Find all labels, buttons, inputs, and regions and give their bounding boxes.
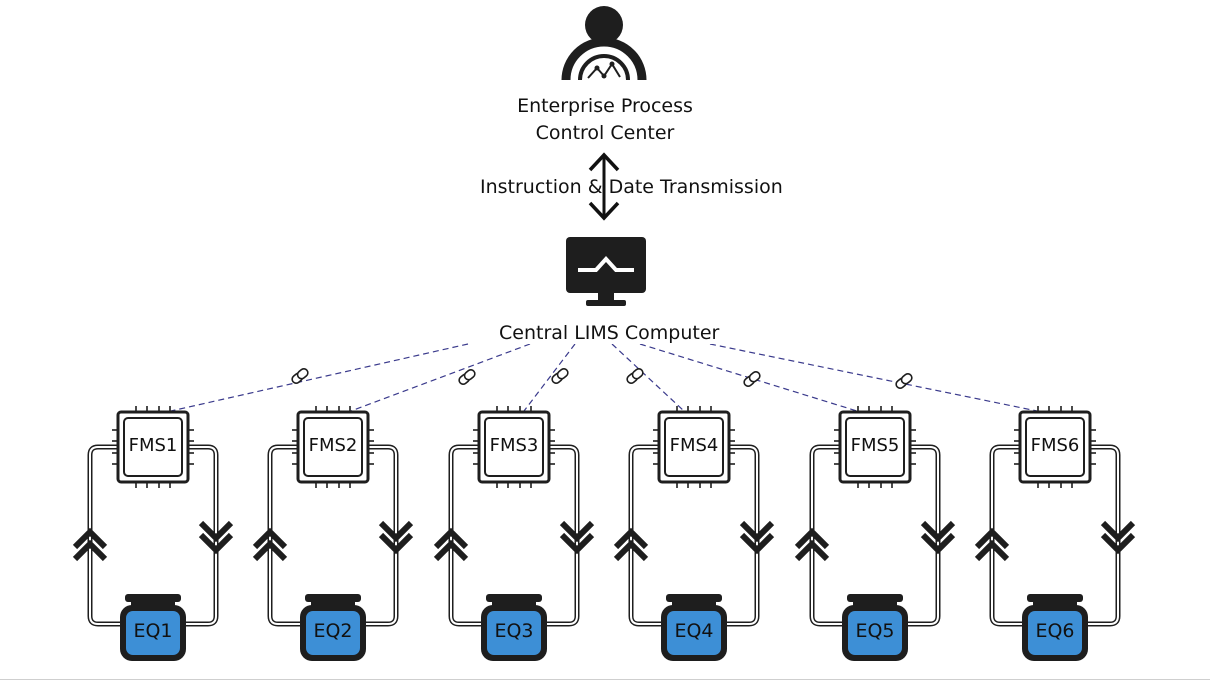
network-link-3 — [523, 343, 576, 412]
fms-chip-icon — [473, 406, 555, 488]
equipment-label: EQ1 — [133, 620, 173, 642]
fms-unit-3 — [433, 406, 595, 661]
fms-chip-icon — [834, 406, 916, 488]
chain-link-icon — [549, 366, 571, 386]
operator-dashboard-icon — [561, 6, 647, 81]
fms-unit-5 — [794, 406, 956, 661]
fms-label: FMS5 — [850, 435, 900, 456]
fms-unit-2 — [252, 406, 414, 661]
control-center-subtitle: Control Center — [535, 122, 675, 144]
chain-link-icon — [456, 367, 478, 387]
equipment-jar-icon — [842, 594, 908, 661]
download-chevron-icon — [378, 520, 414, 555]
fms-chip-icon — [292, 406, 374, 488]
fms-label: FMS6 — [1030, 435, 1080, 456]
upload-chevron-icon — [613, 527, 649, 562]
network-link-1 — [170, 343, 469, 412]
upload-chevron-icon — [252, 527, 288, 562]
equipment-jar-icon — [661, 594, 727, 661]
fms-chip-icon — [653, 406, 735, 488]
equipment-jar-icon — [481, 594, 547, 661]
download-chevron-icon — [920, 520, 956, 555]
fms-unit-6 — [974, 406, 1136, 661]
equipment-jar-icon — [120, 594, 186, 661]
download-chevron-icon — [739, 520, 775, 555]
lims-label: Central LIMS Computer — [497, 322, 722, 344]
fms-unit-4 — [613, 406, 775, 661]
fms-chip-icon — [112, 406, 194, 488]
control-center-title: Enterprise Process — [517, 95, 693, 117]
chain-link-icon — [893, 371, 915, 391]
fms-label: FMS1 — [128, 435, 178, 456]
download-chevron-icon — [1100, 520, 1136, 555]
network-link-4 — [611, 343, 685, 412]
bidirectional-arrow-icon — [588, 152, 620, 221]
equipment-jar-icon — [1022, 594, 1088, 661]
chain-link-icon — [289, 366, 311, 386]
equipment-label: EQ2 — [313, 620, 353, 642]
equipment-label: EQ5 — [855, 620, 895, 642]
upload-chevron-icon — [433, 527, 469, 562]
chain-link-icon — [741, 369, 763, 389]
equipment-label: EQ3 — [494, 620, 534, 642]
fms-chip-icon — [1014, 406, 1096, 488]
download-chevron-icon — [198, 520, 234, 555]
fms-label: FMS2 — [308, 435, 358, 456]
upload-chevron-icon — [794, 527, 830, 562]
fms-label: FMS4 — [669, 435, 719, 456]
equipment-label: EQ4 — [674, 620, 714, 642]
upload-chevron-icon — [974, 527, 1010, 562]
fms-label: FMS3 — [489, 435, 539, 456]
network-link-6 — [709, 343, 1038, 412]
network-link-2 — [350, 343, 531, 412]
bottom-divider — [0, 679, 1210, 680]
chain-link-icon — [624, 366, 646, 386]
equipment-label: EQ6 — [1035, 620, 1075, 642]
fms-unit-1 — [72, 406, 234, 661]
monitor-icon — [566, 237, 646, 306]
upload-chevron-icon — [72, 527, 108, 562]
equipment-jar-icon — [300, 594, 366, 661]
download-chevron-icon — [559, 520, 595, 555]
transmission-label: Instruction & Date Transmission — [480, 176, 783, 198]
